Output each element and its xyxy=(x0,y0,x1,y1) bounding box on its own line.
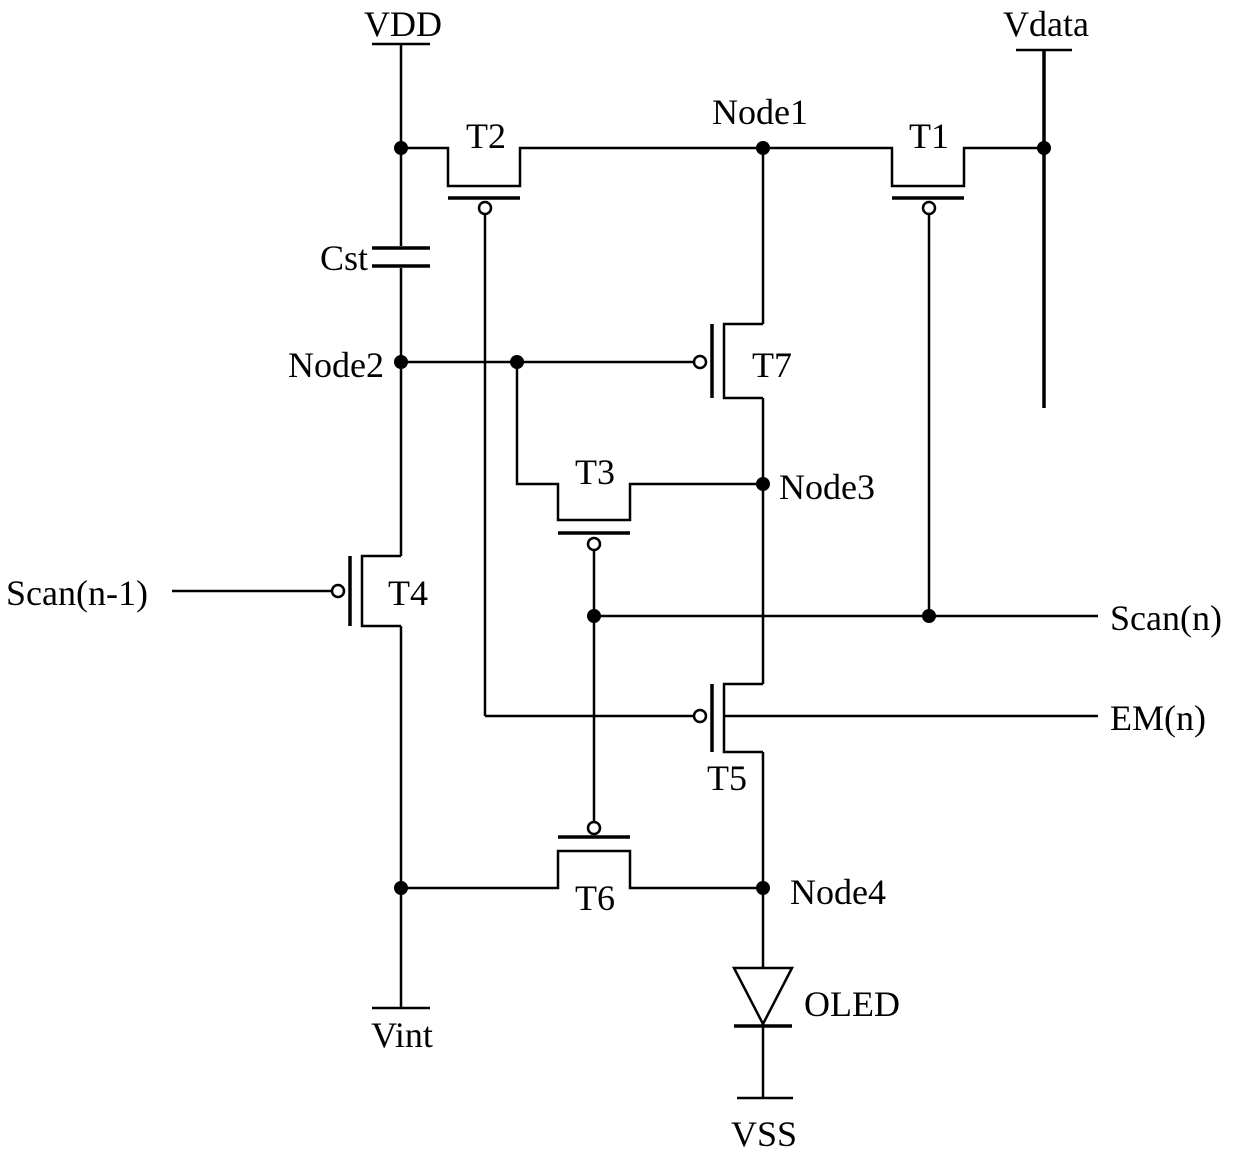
junction-scan-t1 xyxy=(922,609,936,623)
junction-node1 xyxy=(756,141,770,155)
junction-node2 xyxy=(394,355,408,369)
transistor-t4 xyxy=(172,556,401,626)
label-node3: Node3 xyxy=(779,467,875,507)
label-node1: Node1 xyxy=(712,92,808,132)
label-scan-n: Scan(n) xyxy=(1110,598,1222,638)
junction-node3 xyxy=(756,477,770,491)
label-t5: T5 xyxy=(707,758,747,798)
label-vss: VSS xyxy=(731,1114,797,1154)
label-node2: Node2 xyxy=(288,345,384,385)
transistor-t7 xyxy=(401,148,763,684)
vdd-terminal xyxy=(372,44,430,148)
junction-vdd xyxy=(394,141,408,155)
label-t1: T1 xyxy=(909,116,949,156)
label-t4: T4 xyxy=(388,573,428,613)
vdata-terminal xyxy=(1016,50,1072,408)
label-t2: T2 xyxy=(466,116,506,156)
label-cst: Cst xyxy=(320,238,368,278)
label-t3: T3 xyxy=(575,452,615,492)
label-vdata: Vdata xyxy=(1003,4,1089,44)
transistor-t2 xyxy=(401,148,763,716)
label-vint: Vint xyxy=(371,1015,433,1055)
transistor-t5 xyxy=(485,684,1098,968)
junction-vint-t6 xyxy=(394,881,408,895)
label-em-n: EM(n) xyxy=(1110,698,1206,738)
label-oled: OLED xyxy=(804,984,900,1024)
junction-node4 xyxy=(756,881,770,895)
label-node4: Node4 xyxy=(790,872,886,912)
oled-diode xyxy=(734,968,792,1098)
junction-node2-t3 xyxy=(510,355,524,369)
label-scan-prev: Scan(n-1) xyxy=(6,573,148,613)
label-t7: T7 xyxy=(752,345,792,385)
transistor-t1 xyxy=(763,148,1044,616)
label-t6: T6 xyxy=(575,878,615,918)
label-vdd: VDD xyxy=(364,4,442,44)
junction-vdata xyxy=(1037,141,1051,155)
capacitor-cst xyxy=(372,248,430,266)
junction-scan-t3 xyxy=(587,609,601,623)
